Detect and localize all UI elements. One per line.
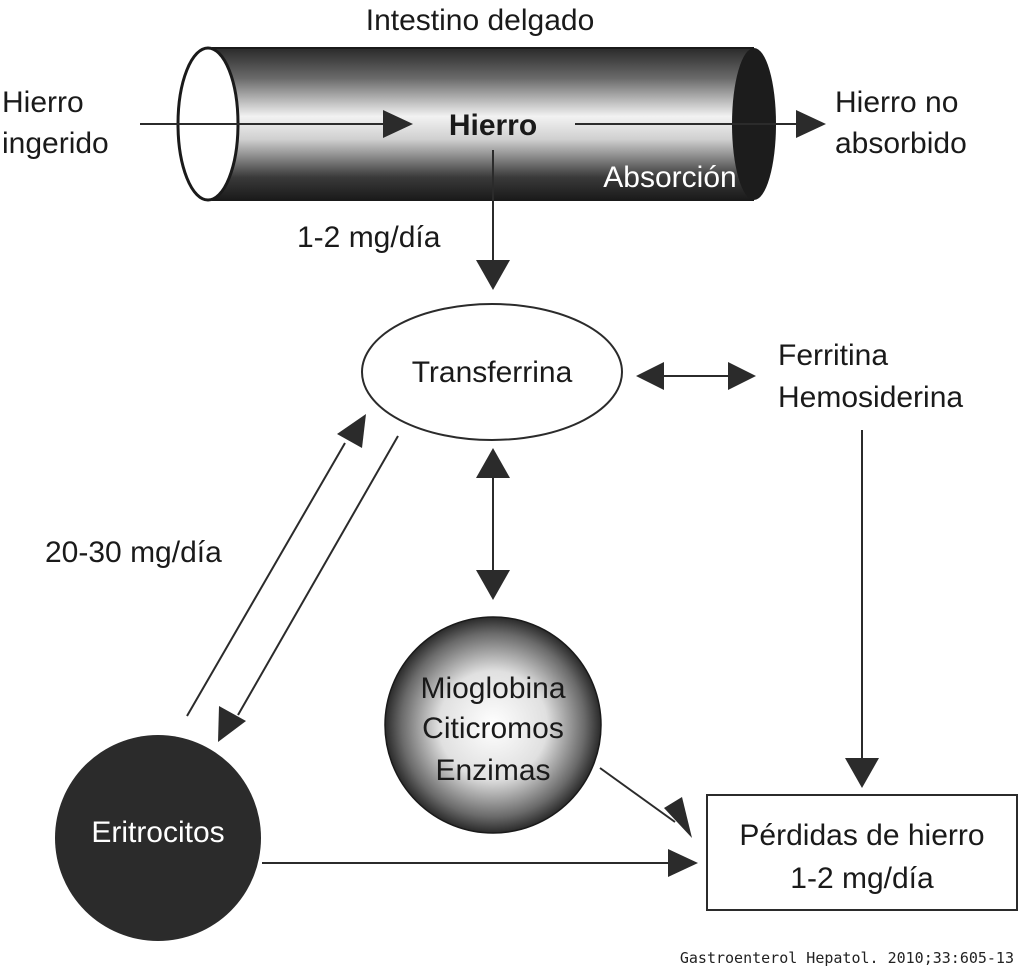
erythrocytes-node bbox=[55, 735, 261, 941]
absorption-rate-label: 1-2 mg/día bbox=[297, 221, 441, 254]
transferrin-tissue-arrow bbox=[476, 448, 510, 600]
absorption-label: Absorción bbox=[603, 161, 736, 194]
ingested-iron-label-line2: ingerido bbox=[2, 127, 109, 160]
absorption-arrow bbox=[476, 150, 510, 290]
transferrin-to-erythrocyte-arrow bbox=[218, 435, 399, 742]
ingested-iron-label-line1: Hierro bbox=[2, 86, 84, 119]
transferrin-label: Transferrina bbox=[412, 356, 573, 389]
erythrocytes-label: Eritrocitos bbox=[91, 816, 224, 849]
erythrocyte-to-transferrin-arrow bbox=[186, 414, 366, 717]
transferrin-storage-arrow bbox=[636, 362, 756, 390]
ingested-arrow bbox=[140, 110, 413, 138]
myoglobin-label: Mioglobina bbox=[420, 672, 565, 705]
ferritin-label: Ferritina bbox=[778, 339, 888, 372]
not-absorbed-arrow bbox=[575, 110, 826, 138]
hemosiderin-label: Hemosiderina bbox=[778, 381, 963, 414]
erythrocytes-losses-arrow bbox=[262, 849, 698, 877]
cytochromes-label: Citicromos bbox=[422, 712, 564, 745]
source-credit: Gastroenterol Hepatol. 2010;33:605-13 bbox=[680, 949, 1014, 967]
tissue-iron-node bbox=[384, 616, 602, 834]
tissue-losses-arrow bbox=[599, 767, 692, 838]
enzymes-label: Enzimas bbox=[435, 754, 550, 787]
storage-losses-arrow bbox=[845, 430, 879, 788]
iron-center-label: Hierro bbox=[449, 109, 537, 142]
not-absorbed-label-line1: Hierro no bbox=[835, 86, 958, 119]
iron-losses-label: Pérdidas de hierro bbox=[739, 819, 984, 852]
erythrocyte-rate-label: 20-30 mg/día bbox=[45, 536, 222, 569]
intestine-title: Intestino delgado bbox=[366, 4, 595, 37]
not-absorbed-label-line2: absorbido bbox=[835, 127, 967, 160]
iron-losses-box bbox=[706, 794, 1018, 911]
iron-losses-rate: 1-2 mg/día bbox=[790, 862, 934, 895]
transferrin-node bbox=[361, 303, 623, 441]
